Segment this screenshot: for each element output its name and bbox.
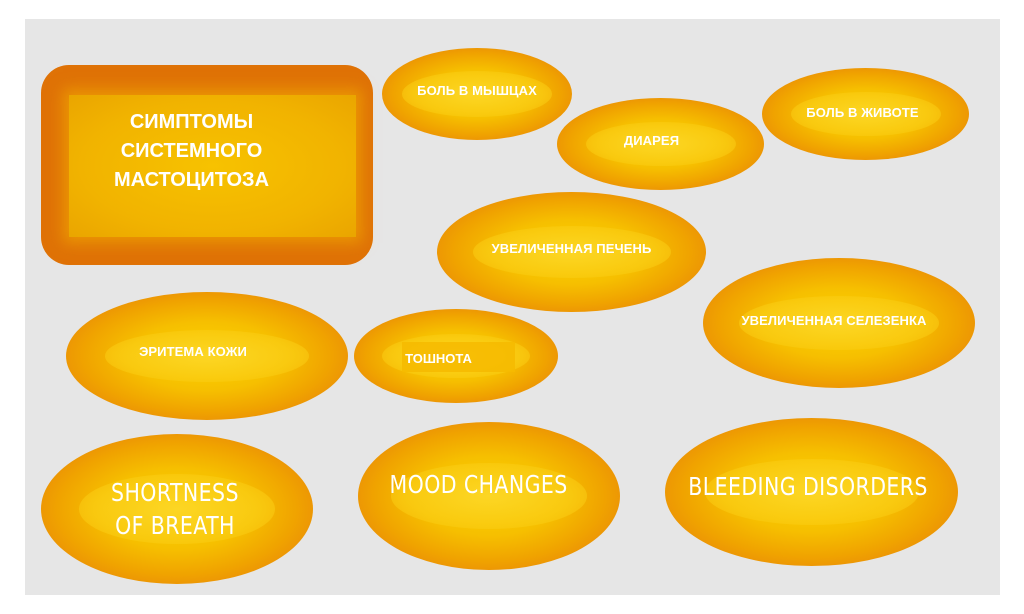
symptom-label: SHORTNESS OF BREATH: [111, 478, 239, 540]
symptom-mood-changes: MOOD CHANGES: [358, 422, 620, 570]
symptom-abdominal-pain: БОЛЬ В ЖИВОТЕ: [762, 68, 969, 160]
symptom-shortness-of-breath: SHORTNESS OF BREATH: [41, 434, 313, 584]
symptom-label: ТОШНОТА: [405, 350, 472, 366]
title-panel: СИМПТОМЫ СИСТЕМНОГО МАСТОЦИТОЗА: [69, 95, 356, 237]
symptom-diarrhea: ДИАРЕЯ: [557, 98, 764, 190]
nausea-label-wrap: ТОШНОТА: [402, 342, 515, 372]
title-box: СИМПТОМЫ СИСТЕМНОГО МАСТОЦИТОЗА: [41, 65, 373, 265]
nausea-label-panel: [402, 342, 515, 372]
symptom-label: БОЛЬ В МЫШЦАХ: [417, 82, 537, 98]
symptom-label: BLEEDING DISORDERS: [688, 471, 929, 501]
symptom-skin-erythema: ЭРИТЕМА КОЖИ: [66, 292, 348, 420]
symptom-label: БОЛЬ В ЖИВОТЕ: [806, 104, 919, 120]
symptom-enlarged-liver: УВЕЛИЧЕННАЯ ПЕЧЕНЬ: [437, 192, 706, 312]
symptom-muscle-pain: БОЛЬ В МЫШЦАХ: [382, 48, 572, 140]
symptom-label: MOOD CHANGES: [389, 469, 569, 499]
symptom-label: ЭРИТЕМА КОЖИ: [139, 343, 247, 359]
symptom-label: УВЕЛИЧЕННАЯ СЕЛЕЗЕНКА: [741, 312, 927, 328]
symptom-bleeding-disorders: BLEEDING DISORDERS: [665, 418, 958, 566]
symptom-label: УВЕЛИЧЕННАЯ ПЕЧЕНЬ: [491, 240, 652, 256]
symptom-label: ДИАРЕЯ: [623, 132, 680, 148]
diagram-title: СИМПТОМЫ СИСТЕМНОГО МАСТОЦИТОЗА: [113, 110, 270, 191]
symptom-enlarged-spleen: УВЕЛИЧЕННАЯ СЕЛЕЗЕНКА: [703, 258, 975, 388]
